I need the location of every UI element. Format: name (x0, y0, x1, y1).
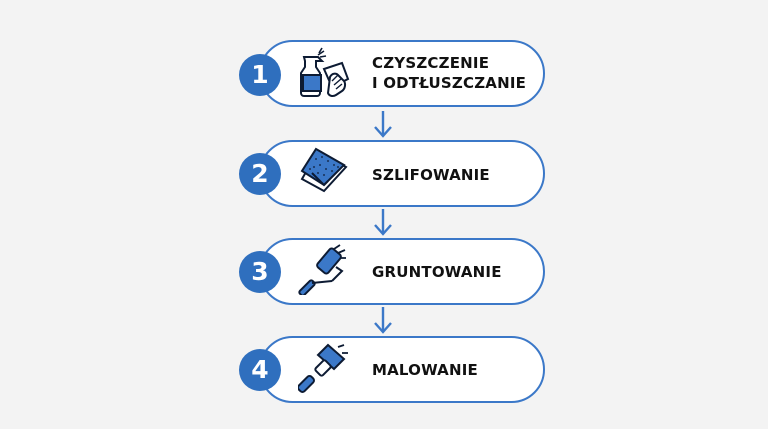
step-1-number-badge: 1 (239, 54, 281, 96)
step-1-label: CZYSZCZENIE I ODTŁUSZCZANIE (372, 53, 526, 93)
step-4-label: MALOWANIE (372, 360, 478, 380)
step-2-number-badge: 2 (239, 153, 281, 195)
step-3-label: GRUNTOWANIE (372, 262, 502, 282)
step-3-label-line-1: GRUNTOWANIE (372, 263, 502, 281)
step-4-card (259, 336, 545, 403)
step-1-label-line-1: CZYSZCZENIE (372, 54, 490, 72)
paint-roller-icon (298, 243, 350, 297)
step-1-label-line-2: I ODTŁUSZCZANIE (372, 74, 527, 92)
step-3-number-badge: 3 (239, 251, 281, 293)
step-2-label-line-1: SZLIFOWANIE (372, 166, 490, 184)
step-4-label-line-1: MALOWANIE (372, 361, 478, 379)
spray-bottle-cloth-icon (298, 47, 350, 99)
sandpaper-icon (298, 145, 350, 197)
step-2-label: SZLIFOWANIE (372, 165, 490, 185)
paint-brush-icon (297, 341, 350, 393)
arrow-down-2-icon (374, 209, 392, 236)
step-4-number-badge: 4 (239, 349, 281, 391)
arrow-down-3-icon (374, 307, 392, 334)
arrow-down-1-icon (374, 111, 392, 138)
